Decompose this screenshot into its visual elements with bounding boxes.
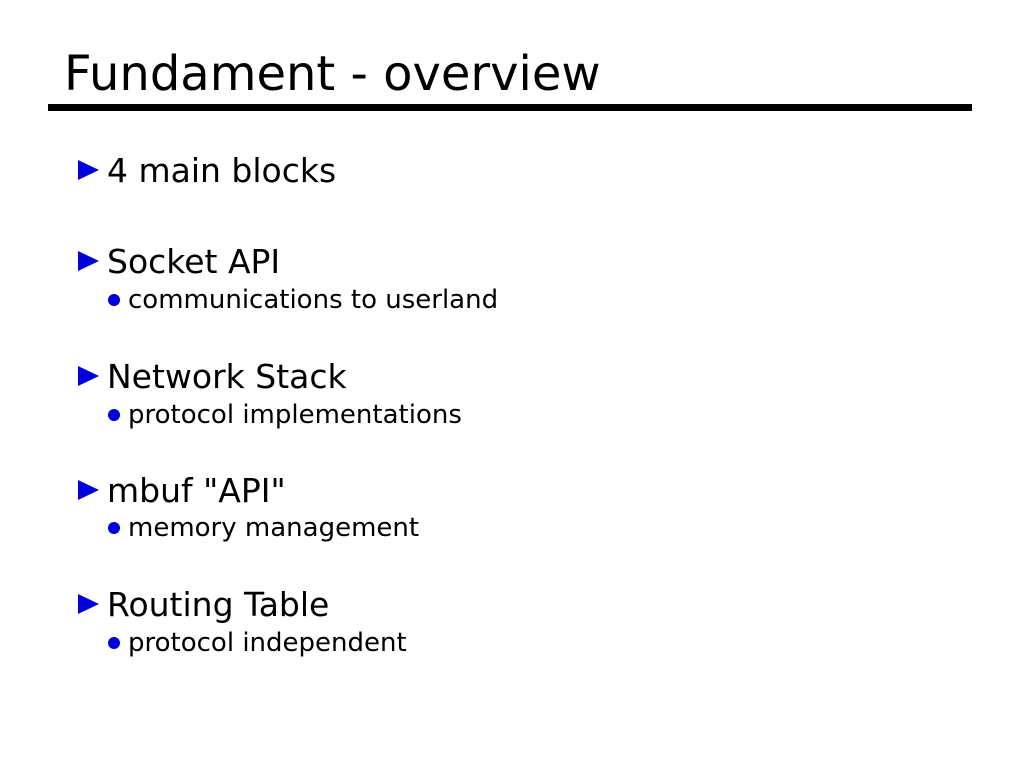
triangle-bullet-icon	[78, 160, 99, 180]
sub-bullet-item-socket-api: communications to userland	[108, 283, 498, 317]
dot-bullet-icon	[108, 522, 120, 534]
triangle-bullet-icon	[78, 366, 99, 386]
sub-bullet-label: protocol independent	[128, 628, 407, 658]
bullet-label: Routing Table	[107, 584, 330, 624]
bullet-item-network-stack: Network Stack	[78, 356, 347, 396]
bullet-item-socket-api: Socket API	[78, 241, 280, 281]
triangle-bullet-icon	[78, 251, 99, 271]
bullet-item-4-main-blocks: 4 main blocks	[78, 150, 336, 190]
bullet-label: mbuf "API"	[107, 470, 286, 510]
bullet-label: Network Stack	[107, 356, 347, 396]
dot-bullet-icon	[108, 637, 120, 649]
dot-bullet-icon	[108, 409, 120, 421]
sub-bullet-label: communications to userland	[128, 285, 499, 315]
title-underline	[48, 104, 972, 111]
bullet-label: Socket API	[107, 241, 281, 281]
bullet-item-routing-table: Routing Table	[78, 584, 329, 624]
sub-bullet-item-network-stack: protocol implementations	[108, 398, 462, 432]
sub-bullet-label: protocol implementations	[128, 400, 462, 430]
triangle-bullet-icon	[78, 594, 99, 614]
bullet-item-mbuf-api: mbuf "API"	[78, 470, 286, 510]
slide-title: Fundament - overview	[64, 46, 601, 102]
triangle-bullet-icon	[78, 480, 99, 500]
sub-bullet-item-mbuf-api: memory management	[108, 511, 419, 545]
bullet-label: 4 main blocks	[107, 150, 337, 190]
sub-bullet-item-routing-table: protocol independent	[108, 626, 407, 660]
sub-bullet-label: memory management	[128, 513, 420, 543]
dot-bullet-icon	[108, 294, 120, 306]
